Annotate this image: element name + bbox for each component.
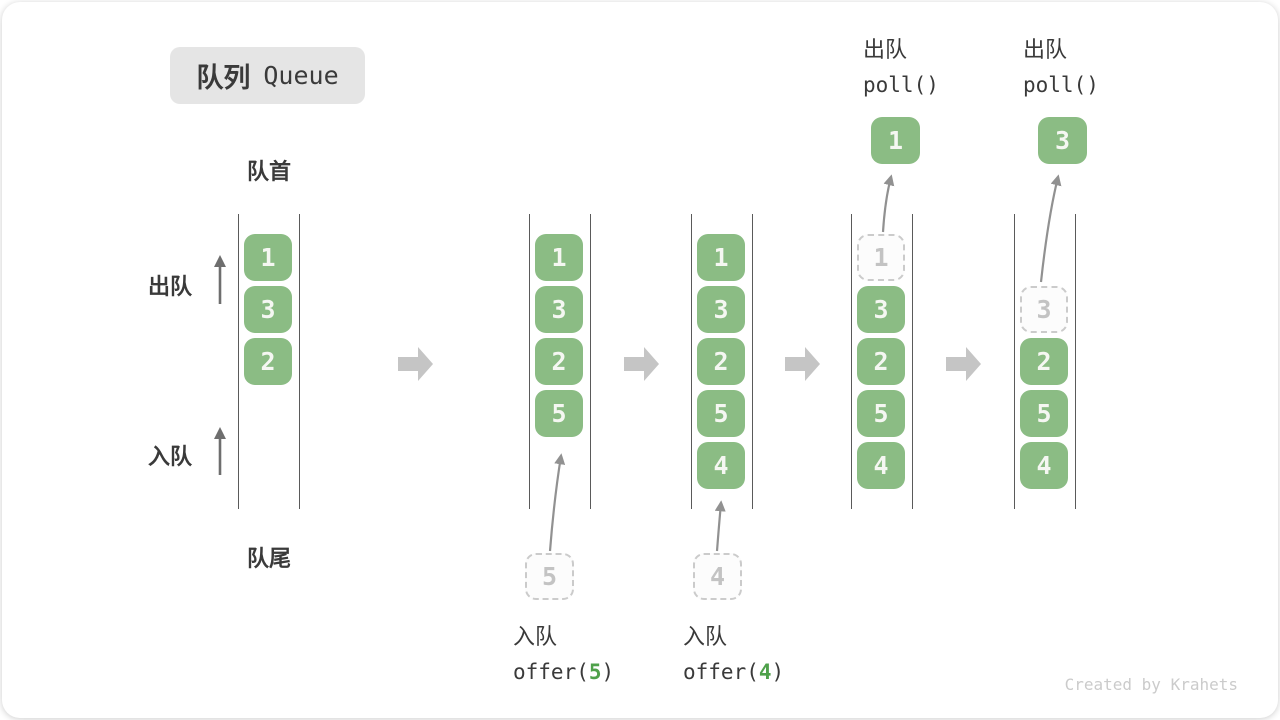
- queue-item: 2: [1020, 338, 1068, 385]
- offer-code-label: offer(5): [513, 660, 614, 684]
- enqueue-label: 入队: [148, 444, 193, 469]
- enqueue-caption: 入队 offer(4): [683, 619, 784, 684]
- queue-item: 2: [857, 338, 905, 385]
- queue-item: 4: [857, 442, 905, 489]
- code-fn: offer(: [683, 660, 759, 684]
- queue-item: 3: [535, 286, 583, 333]
- queue-item: 5: [697, 390, 745, 437]
- code-fn-close: ): [771, 660, 785, 684]
- queue-state-3: 1 3 2 5 4: [691, 214, 753, 509]
- enqueue-caption-action: 入队: [513, 624, 558, 649]
- title-en: Queue: [263, 61, 339, 90]
- queue-item: 5: [857, 390, 905, 437]
- code-arg: 4: [758, 660, 772, 684]
- queue-state-1: 1 3 2: [238, 214, 300, 509]
- dequeue-caption: 出队 poll(): [863, 32, 939, 97]
- queue-state-5: 3 2 5 4: [1014, 214, 1076, 509]
- code-fn: offer(: [513, 660, 589, 684]
- queue-item: 2: [535, 338, 583, 385]
- queue-item: 2: [244, 338, 292, 385]
- poll-code-label: poll(): [1023, 73, 1099, 97]
- flow-arrow-icon: [398, 347, 433, 381]
- queue-front-label: 队首: [246, 159, 291, 184]
- dequeue-label: 出队: [148, 274, 193, 299]
- queue-item: 4: [1020, 442, 1068, 489]
- queue-item: 2: [697, 338, 745, 385]
- popped-item-box: 3: [1038, 117, 1087, 164]
- queue-item: 1: [244, 234, 292, 281]
- queue-item: 5: [1020, 390, 1068, 437]
- enqueue-caption-action: 入队: [683, 624, 728, 649]
- queue-item: 1: [535, 234, 583, 281]
- queue-item: 1: [697, 234, 745, 281]
- queue-item: 3: [857, 286, 905, 333]
- code-arg: 5: [588, 660, 602, 684]
- watermark: Created by Krahets: [1064, 675, 1238, 694]
- poll-code-label: poll(): [863, 73, 939, 97]
- queue-rear-label: 队尾: [246, 546, 291, 571]
- title-badge: 队列 Queue: [170, 47, 365, 104]
- queue-item-removed: 1: [857, 234, 905, 281]
- queue-item: 5: [535, 390, 583, 437]
- queue-item: 3: [697, 286, 745, 333]
- queue-item: 3: [244, 286, 292, 333]
- queue-item: 4: [697, 442, 745, 489]
- dequeue-caption: 出队 poll(): [1023, 32, 1099, 97]
- pending-item-box: 4: [693, 553, 742, 600]
- queue-state-4: 1 3 2 5 4: [851, 214, 913, 509]
- dequeue-caption-action: 出队: [1023, 37, 1068, 62]
- queue-state-2: 1 3 2 5: [529, 214, 591, 509]
- popped-item-box: 1: [871, 117, 920, 164]
- queue-item-removed: 3: [1020, 286, 1068, 333]
- flow-arrow-icon: [785, 347, 820, 381]
- offer-code-label: offer(4): [683, 660, 784, 684]
- flow-arrow-icon: [624, 347, 659, 381]
- enqueue-pointer-arrow: [714, 500, 726, 552]
- dequeue-caption-action: 出队: [863, 37, 908, 62]
- code-fn-close: ): [601, 660, 615, 684]
- flow-arrow-icon: [946, 347, 981, 381]
- enqueue-caption: 入队 offer(5): [513, 619, 614, 684]
- title-zh: 队列: [196, 63, 251, 93]
- pending-item-box: 5: [525, 553, 574, 600]
